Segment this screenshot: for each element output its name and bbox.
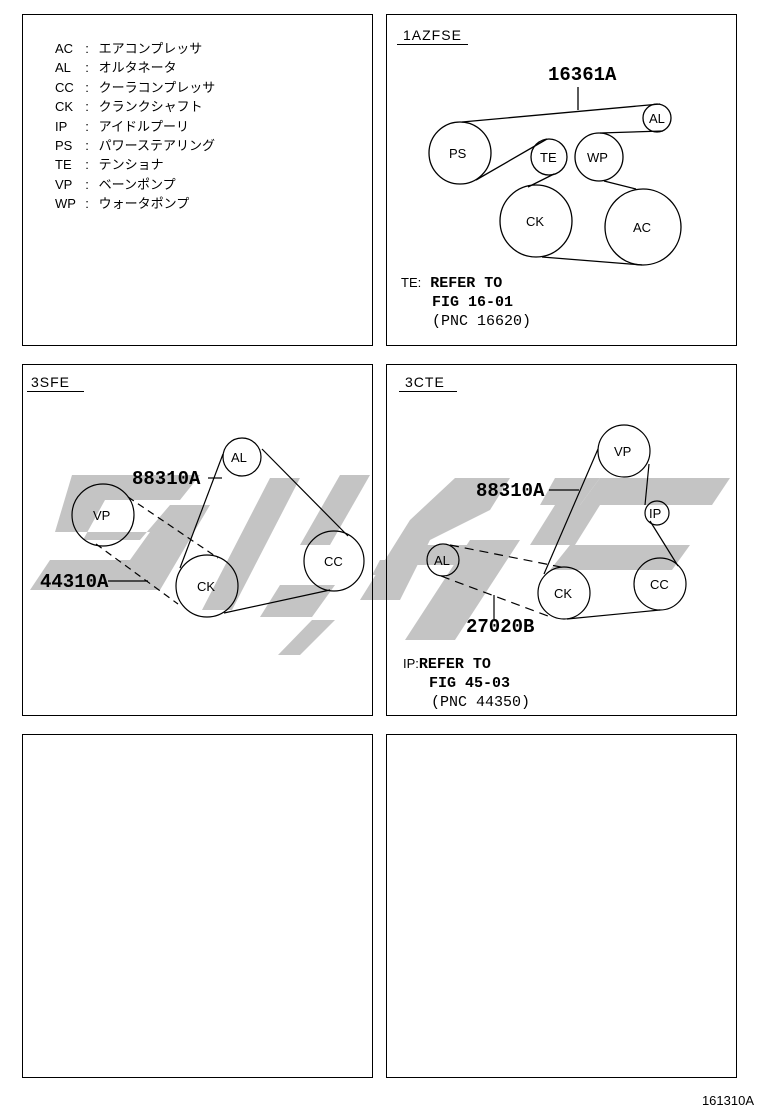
note-line2: FIG 45-03 xyxy=(429,675,511,692)
legend-row-ip: IP: アイドルプーリ xyxy=(55,117,215,136)
legend-separator: : xyxy=(85,41,89,56)
figure-id: 161310A xyxy=(701,1093,754,1108)
label-te: TE xyxy=(540,150,557,165)
legend-row-vp: VP: ベーンポンプ xyxy=(55,175,215,194)
legend-separator: : xyxy=(85,157,89,173)
legend-separator: : xyxy=(85,60,89,76)
legend-code: WP xyxy=(55,196,76,212)
note-3cte: IP:REFER TO FIG 45-03 (PNC 44350) xyxy=(403,654,530,712)
note-1azfse: TE: REFER TO FIG 16-01 (PNC 16620) xyxy=(401,273,531,331)
part-number-16361a: 16361A xyxy=(548,64,617,86)
pulley-ck xyxy=(537,566,591,620)
legend-separator: : xyxy=(85,138,89,154)
label-ac: AC xyxy=(633,220,651,235)
pulley-ip xyxy=(644,500,670,526)
legend-separator: : xyxy=(85,196,89,212)
label-al: AL xyxy=(649,111,665,126)
label-vp: VP xyxy=(614,444,631,459)
legend-name: パワーステアリング xyxy=(98,138,215,154)
label-cc: CC xyxy=(650,577,669,592)
pulley-vp xyxy=(597,424,651,478)
panel-1azfse xyxy=(386,14,737,346)
legend-separator: : xyxy=(85,99,89,115)
legend-row-cc: CC: クーラコンプレッサ xyxy=(55,78,215,97)
panel-title-3sfe: 3SFE xyxy=(27,374,85,392)
legend-row-ac: AC: エアコンプレッサ xyxy=(55,39,215,58)
legend-code: AL xyxy=(55,60,71,76)
note-line1: REFER TO xyxy=(418,656,491,673)
empty-panel-left xyxy=(22,734,373,1078)
label-cc: CC xyxy=(324,554,343,569)
note-prefix: IP: xyxy=(403,656,419,671)
legend-code: TE xyxy=(55,157,72,173)
label-vp: VP xyxy=(93,508,110,523)
label-ip: IP xyxy=(649,506,661,521)
label-wp: WP xyxy=(587,150,608,165)
legend-separator: : xyxy=(85,79,89,95)
legend-code: VP xyxy=(55,176,73,192)
part-number-88310a: 88310A xyxy=(476,480,545,502)
legend-row-ck: CK: クランクシャフト xyxy=(55,97,215,116)
pulley-ps xyxy=(428,121,492,185)
label-ck: CK xyxy=(554,586,572,601)
legend-name: ウォータポンプ xyxy=(98,196,190,212)
pulley-te xyxy=(530,138,568,176)
legend-separator: : xyxy=(85,176,89,192)
pulley-cc xyxy=(303,530,365,592)
pulley-ck xyxy=(499,184,573,258)
pulley-al xyxy=(426,543,460,577)
pulley-cc xyxy=(633,557,687,611)
legend-row-te: TE: テンショナ xyxy=(55,155,215,174)
legend-code: CK xyxy=(55,99,74,115)
pulley-ac xyxy=(604,188,682,266)
panel-3cte xyxy=(386,364,737,716)
label-ck: CK xyxy=(526,214,544,229)
label-ck: CK xyxy=(197,579,215,594)
note-prefix: TE: xyxy=(401,275,422,290)
legend-code: IP xyxy=(55,118,68,134)
panel-3sfe xyxy=(22,364,373,716)
label-al: AL xyxy=(231,450,247,465)
note-line2: FIG 16-01 xyxy=(432,294,514,311)
note-line3: (PNC 44350) xyxy=(431,694,531,711)
legend-name: テンショナ xyxy=(98,157,164,173)
legend-code: CC xyxy=(55,79,74,95)
pulley-al xyxy=(642,103,672,133)
part-number-44310a: 44310A xyxy=(40,571,109,593)
legend-code: AC xyxy=(55,41,74,56)
legend-panel: AC: エアコンプレッサ AL: オルタネータ CC: クーラコンプレッサ CK… xyxy=(22,14,373,346)
pulley-al xyxy=(222,437,262,477)
part-number-27020b: 27020B xyxy=(466,616,534,638)
legend-row-ps: PS: パワーステアリング xyxy=(55,136,215,155)
legend-separator: : xyxy=(85,118,89,134)
component-legend: AC: エアコンプレッサ AL: オルタネータ CC: クーラコンプレッサ CK… xyxy=(55,39,215,214)
legend-row-al: AL: オルタネータ xyxy=(55,58,215,77)
pulley-ck xyxy=(175,554,239,618)
legend-name: クーラコンプレッサ xyxy=(98,79,216,95)
pulley-vp xyxy=(71,483,135,547)
empty-panel-right xyxy=(386,734,737,1078)
legend-name: オルタネータ xyxy=(98,60,177,76)
label-ps: PS xyxy=(449,146,467,161)
legend-name: クランクシャフト xyxy=(98,99,203,115)
legend-name: ベーンポンプ xyxy=(98,176,176,192)
legend-name: アイドルプーリ xyxy=(98,118,189,134)
panel-title-3cte: 3CTE xyxy=(399,374,457,392)
note-line1: REFER TO xyxy=(430,275,503,292)
label-al: AL xyxy=(434,553,450,568)
note-line3: (PNC 16620) xyxy=(432,313,532,330)
legend-name: エアコンプレッサ xyxy=(98,41,203,56)
part-number-88310a: 88310A xyxy=(132,468,201,490)
panel-title-1azfse: 1AZFSE xyxy=(397,27,468,45)
legend-row-wp: WP: ウォータポンプ xyxy=(55,194,215,213)
legend-code: PS xyxy=(55,138,73,154)
pulley-wp xyxy=(574,132,624,182)
